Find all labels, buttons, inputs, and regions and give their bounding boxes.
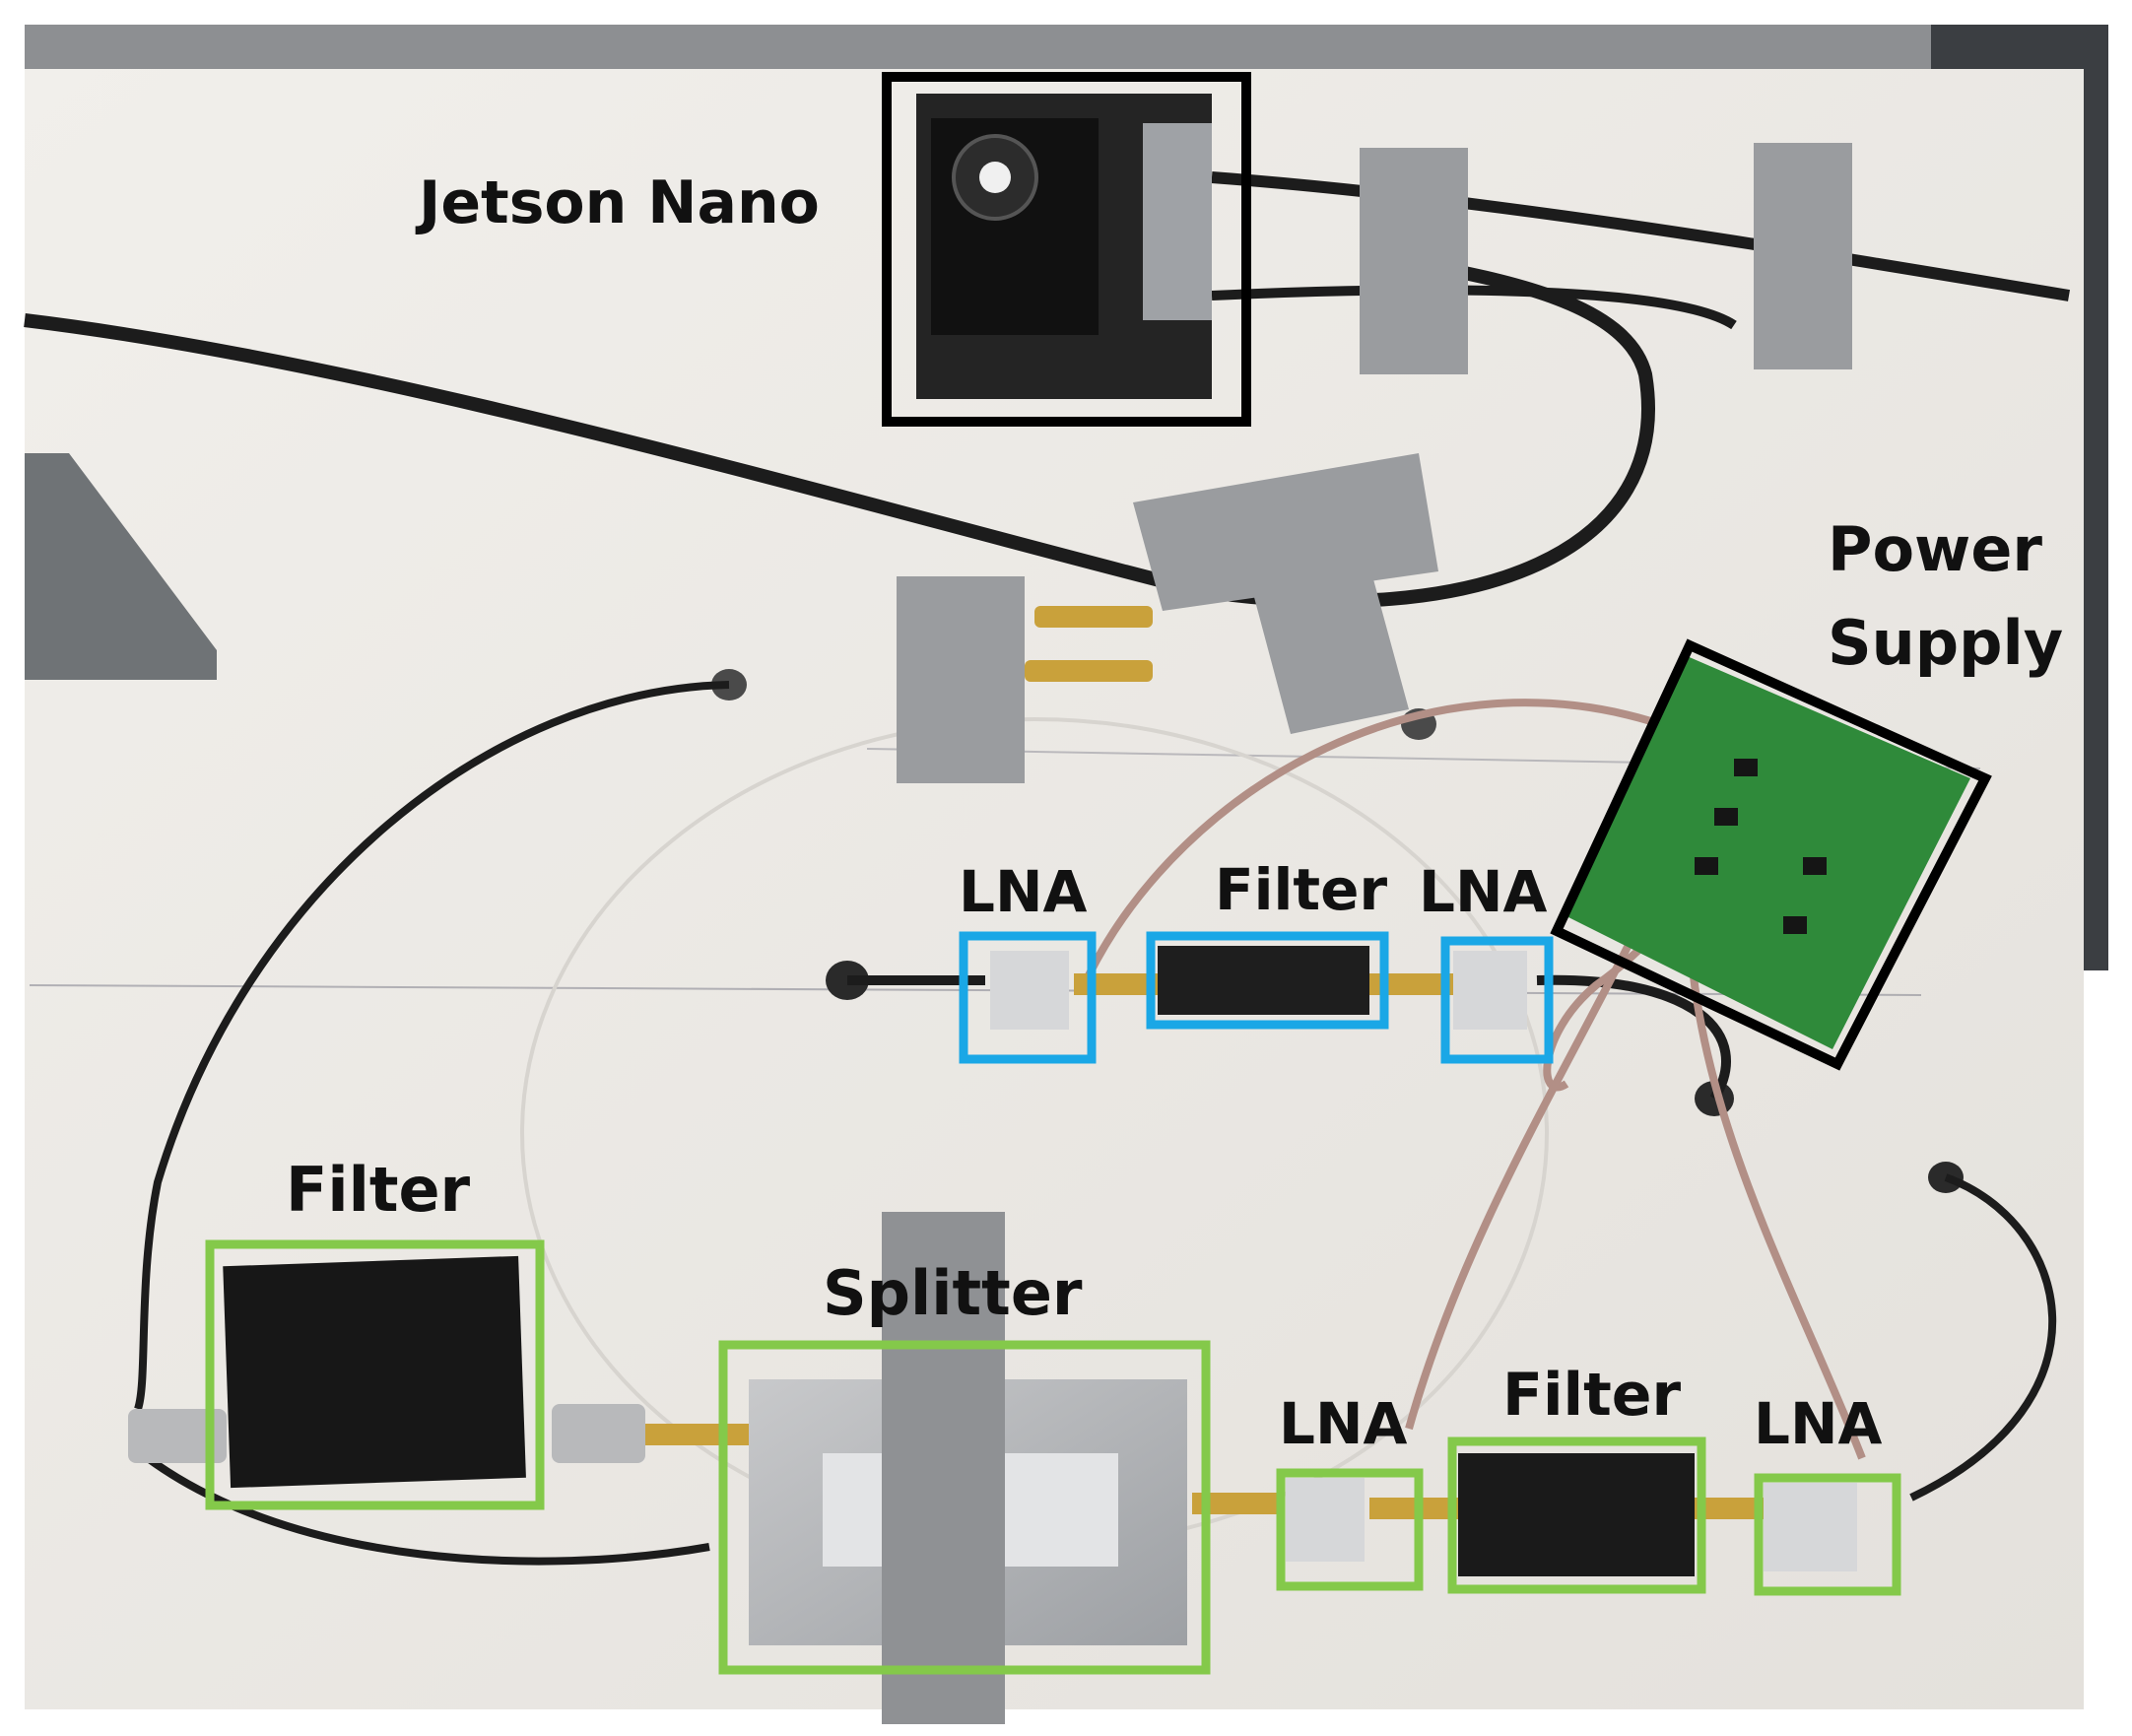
black-cable: [1909, 1173, 2057, 1502]
n-connector: [552, 1404, 645, 1463]
side-equipment: [25, 453, 217, 680]
sma-connector: [1025, 660, 1153, 682]
pcb-chip: [1803, 857, 1827, 875]
sma-connector: [1369, 1498, 1458, 1519]
tape-strip: [897, 576, 1025, 783]
bottom-lna-right-box: [1754, 1473, 1901, 1596]
top-lna-left-box: [959, 931, 1097, 1064]
filter-block: [223, 1255, 526, 1489]
jetson-nano-box: [882, 72, 1251, 427]
black-cable: [134, 681, 730, 1411]
filter-module: [1458, 1453, 1695, 1576]
power-supply-label-line-1: Power: [1828, 513, 2042, 585]
bottom-filter-mid-label: Filter: [1502, 1361, 1682, 1430]
bottom-lna-right-label: LNA: [1754, 1390, 1883, 1457]
pcb-chip: [1783, 916, 1807, 934]
lna-module: [1453, 951, 1527, 1030]
black-cable: [145, 1454, 710, 1566]
bottom-filter-left-label: Filter: [286, 1154, 471, 1226]
top-filter-box: [1146, 931, 1389, 1030]
top-lna-right-label: LNA: [1419, 858, 1548, 925]
power-supply-label-line-2: Supply: [1828, 607, 2064, 679]
pcb-chip: [1714, 808, 1738, 826]
sma-connector: [1192, 1493, 1281, 1514]
bottom-lna-left-box: [1276, 1468, 1424, 1591]
splitter-box: [718, 1340, 1211, 1675]
lna-module: [990, 951, 1069, 1030]
sma-connector: [1074, 973, 1158, 995]
tape-strip: [1754, 143, 1852, 369]
tape-strip: [1232, 493, 1409, 734]
black-cable: [1211, 285, 1737, 330]
power-supply-pcb: [1566, 655, 1970, 1049]
n-connector: [128, 1409, 227, 1463]
bottom-filter-left-box: [205, 1239, 545, 1510]
top-lna-right-box: [1440, 936, 1554, 1064]
pcb-chip: [1695, 857, 1718, 875]
pcb-chip: [1734, 759, 1758, 776]
splitter-label: Splitter: [823, 1257, 1083, 1329]
sma-connector: [1369, 973, 1453, 995]
jetson-nano-label: Jetson Nano: [419, 168, 820, 237]
lna-module: [1286, 1478, 1365, 1562]
top-filter-label: Filter: [1215, 856, 1388, 923]
filter-module: [1158, 946, 1369, 1015]
sma-connector: [1695, 1498, 1764, 1519]
bottom-filter-mid-box: [1447, 1436, 1706, 1594]
sma-connector: [645, 1424, 754, 1445]
tape-strip: [1360, 148, 1468, 374]
black-cable: [1211, 171, 2070, 301]
bottom-lna-left-label: LNA: [1279, 1390, 1408, 1457]
top-lna-left-label: LNA: [959, 858, 1088, 925]
sma-connector: [1034, 606, 1153, 628]
lna-module: [1764, 1483, 1857, 1571]
jetson-fan-hub: [979, 162, 1011, 193]
jetson-usb-ports: [1143, 123, 1212, 320]
power-supply-box: [1550, 638, 1992, 1071]
tape-strip: [882, 1374, 1005, 1714]
